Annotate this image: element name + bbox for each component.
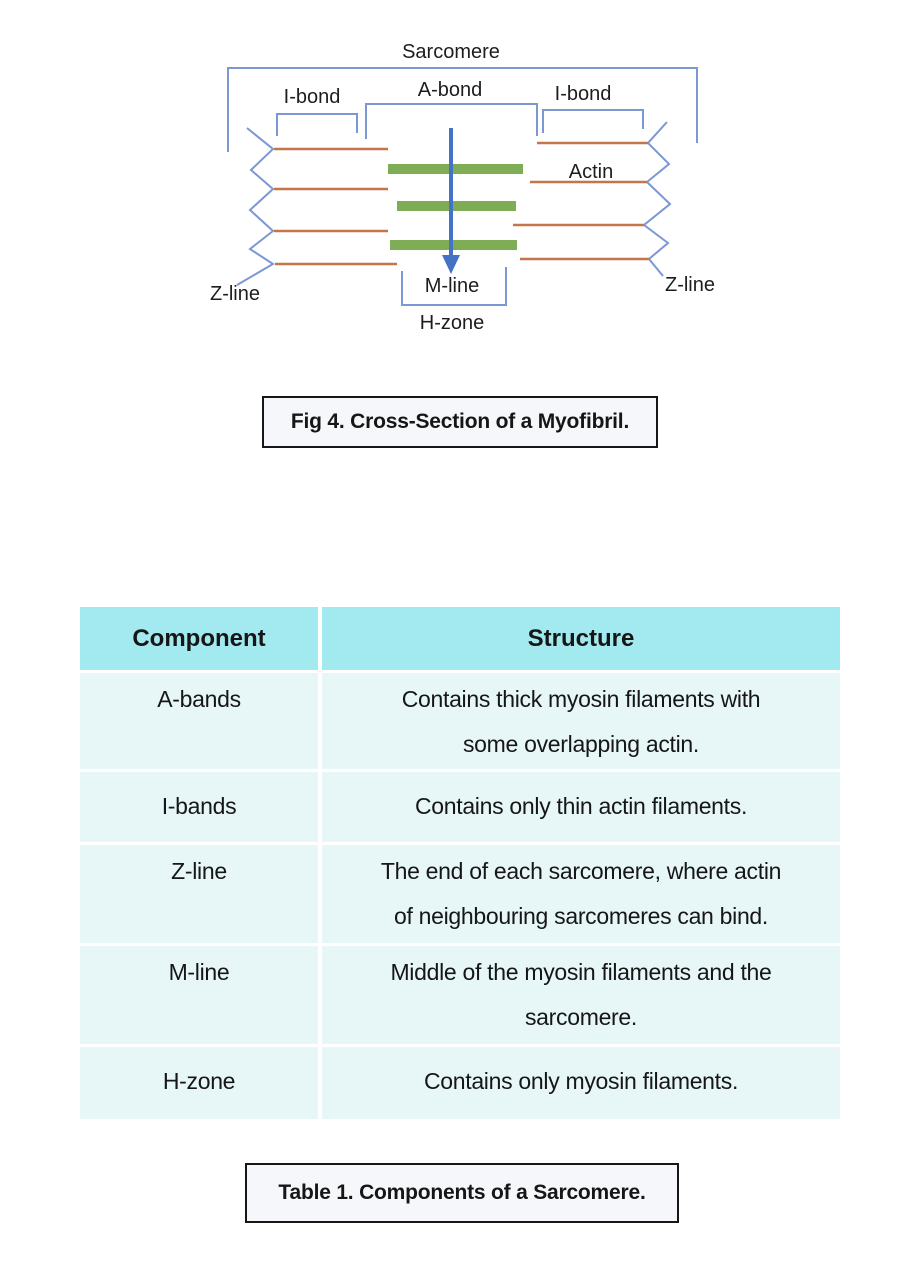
i-bond-left-bracket xyxy=(276,113,358,136)
label-z-line-left: Z-line xyxy=(210,283,260,305)
i-bond-right-bracket xyxy=(542,109,644,133)
cell-component: I-bands xyxy=(80,772,318,842)
figure-caption: Fig 4. Cross-Section of a Myofibril. xyxy=(262,396,658,448)
cell-component: M-line xyxy=(80,946,318,1044)
components-table: Component Structure A-bands Contains thi… xyxy=(80,607,840,1119)
cell-structure: The end of each sarcomere, where actin o… xyxy=(322,845,840,943)
sarcomere-diagram: Sarcomere I-bond A-bond I-bond Actin Z-l… xyxy=(210,41,715,334)
label-actin: Actin xyxy=(569,161,613,183)
label-z-line-right: Z-line xyxy=(665,274,715,296)
label-m-line: M-line xyxy=(425,275,479,297)
header-cell-structure: Structure xyxy=(322,607,840,670)
cell-structure: Contains thick myosin filaments with som… xyxy=(322,673,840,769)
myosin-filament xyxy=(397,201,516,211)
cell-component: Z-line xyxy=(80,845,318,943)
label-h-zone: H-zone xyxy=(420,312,484,334)
a-bond-bracket xyxy=(365,103,538,139)
label-i-bond-right: I-bond xyxy=(555,83,612,105)
label-i-bond-left: I-bond xyxy=(284,86,341,108)
myosin-filament xyxy=(388,164,523,174)
cell-structure: Contains only thin actin filaments. xyxy=(322,772,840,842)
label-a-bond: A-bond xyxy=(418,79,483,101)
cell-component: H-zone xyxy=(80,1047,318,1119)
cell-component: A-bands xyxy=(80,673,318,769)
cell-structure: Middle of the myosin filaments and the s… xyxy=(322,946,840,1044)
z-line-right-zigzag xyxy=(642,121,672,277)
table-caption: Table 1. Components of a Sarcomere. xyxy=(245,1163,679,1223)
label-sarcomere: Sarcomere xyxy=(402,41,500,63)
sarcomere-bracket xyxy=(227,67,698,152)
cell-structure: Contains only myosin filaments. xyxy=(322,1047,840,1119)
header-cell-component: Component xyxy=(80,607,318,670)
m-line-arrowhead xyxy=(442,255,460,274)
z-line-left-zigzag xyxy=(236,127,275,286)
myosin-filament xyxy=(390,240,517,250)
h-zone-bracket xyxy=(401,267,507,306)
